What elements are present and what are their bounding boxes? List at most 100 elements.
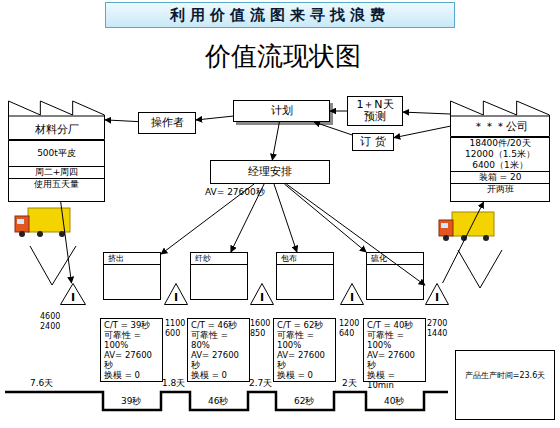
data-line: 换模 = 0 bbox=[191, 370, 246, 380]
truck-wheel bbox=[443, 235, 449, 241]
title-banner: 利用价值流图来寻找浪费 bbox=[105, 2, 455, 28]
inventory-count: 4600 bbox=[40, 313, 60, 322]
available-time: AV= 27600秒 bbox=[205, 188, 265, 198]
inventory-count: 850 bbox=[250, 330, 265, 339]
data-line: C/T = 62秒 bbox=[277, 320, 332, 330]
inventory-count: 640 bbox=[339, 330, 354, 339]
operator-box: 操作者 bbox=[138, 112, 196, 134]
customer-data-box: 18400件/20天12000（1.5米）6400（1米）装箱 = 20开两班 bbox=[450, 137, 550, 202]
truck-wheel bbox=[461, 235, 467, 241]
process-name: 纤纱 bbox=[191, 253, 247, 265]
data-line: AV= 27600 秒 bbox=[191, 350, 246, 370]
info-arrow bbox=[272, 122, 279, 160]
inventory-triangle: I bbox=[250, 283, 274, 305]
truck-cab bbox=[439, 220, 453, 236]
data-cell: 500t平皮 bbox=[9, 141, 104, 166]
truck-window bbox=[441, 223, 448, 228]
truck-icon bbox=[15, 208, 70, 237]
data-cell: 18400件/20天 bbox=[451, 138, 549, 149]
supplier-data-box: 500t平皮周二+周四使用五天量 bbox=[8, 140, 105, 202]
process-data-box: C/T = 39秒可靠性 = 100%AV= 27600 秒换模 = 0 bbox=[100, 318, 163, 382]
customer-factory: ＊＊＊公司 bbox=[450, 95, 550, 137]
box-label: 经理安排 bbox=[248, 166, 292, 178]
info-arrow bbox=[403, 112, 450, 114]
process-data-box: C/T = 46秒可靠性 = 80%AV= 27600 秒换模 = 0 bbox=[187, 318, 250, 382]
info-arrow bbox=[284, 184, 366, 252]
box-label: 计划 bbox=[271, 105, 293, 117]
shipment-mark bbox=[30, 246, 76, 285]
process-name: 硫化 bbox=[367, 253, 423, 265]
triangle-outline bbox=[251, 284, 274, 305]
data-line: 换模 = 0 bbox=[277, 370, 332, 380]
factory-name: 材料分厂 bbox=[35, 119, 79, 140]
cycle-time: 46秒 bbox=[208, 397, 228, 407]
factory-outline bbox=[451, 101, 550, 137]
cycle-time: 39秒 bbox=[121, 397, 141, 407]
shipment-mark bbox=[458, 250, 502, 288]
inventory-count: 2400 bbox=[40, 323, 60, 332]
inventory-mark: I bbox=[71, 291, 75, 305]
supplier-factory: 材料分厂 bbox=[8, 95, 105, 140]
truck-trailer bbox=[452, 212, 494, 236]
inventory-count: 1600 bbox=[250, 320, 270, 329]
truck-wheel bbox=[19, 231, 25, 237]
planning-box: 计划 bbox=[233, 100, 330, 122]
triangle-outline bbox=[426, 284, 449, 305]
lead-time: 2.7天 bbox=[249, 379, 272, 389]
data-line: C/T = 46秒 bbox=[191, 320, 246, 330]
data-line: 换模 = 0 bbox=[104, 370, 159, 380]
process-box: 挤出 bbox=[103, 252, 161, 300]
inventory-triangle: I bbox=[425, 283, 449, 305]
inventory-mark: I bbox=[350, 291, 354, 305]
cycle-time: 62秒 bbox=[294, 397, 314, 407]
data-line: 可靠性 = 80% bbox=[191, 330, 246, 350]
inventory-mark: I bbox=[260, 291, 264, 305]
process-data-box: C/T = 40秒可靠性 = 100%AV= 27600 秒换模 = 10min bbox=[363, 318, 426, 382]
lead-time: 7.6天 bbox=[30, 379, 53, 389]
info-arrow bbox=[443, 202, 484, 283]
schedule-box: 经理安排 bbox=[210, 160, 330, 184]
forecast-box: 1＋N天 预测 bbox=[347, 96, 403, 126]
truck-cab bbox=[15, 216, 29, 232]
info-arrow bbox=[105, 120, 138, 122]
lead-time: 1.8天 bbox=[162, 379, 185, 389]
data-line: 可靠性 = 100% bbox=[367, 330, 422, 350]
process-name: 挤出 bbox=[104, 253, 160, 265]
info-arrow bbox=[196, 116, 233, 120]
truck-wheel bbox=[37, 231, 43, 237]
info-arrow bbox=[61, 202, 72, 283]
factory-outline bbox=[9, 101, 105, 140]
timeline bbox=[5, 392, 448, 410]
data-line: 换模 = 10min bbox=[367, 370, 422, 390]
data-line: AV= 27600 秒 bbox=[104, 350, 159, 370]
factory-name: ＊＊＊公司 bbox=[473, 116, 528, 137]
process-name: 包布 bbox=[277, 253, 333, 265]
triangle-outline bbox=[341, 284, 364, 305]
info-arrow bbox=[394, 126, 450, 138]
data-line: 可靠性 = 100% bbox=[277, 330, 332, 350]
process-data-box: C/T = 62秒可靠性 = 100%AV= 27600 秒换模 = 0 bbox=[273, 318, 336, 382]
inventory-triangle: I bbox=[340, 283, 364, 305]
data-cell: 6400（1米） bbox=[451, 160, 549, 171]
cycle-time: 40秒 bbox=[384, 397, 404, 407]
truck-trailer bbox=[28, 208, 70, 232]
triangle-outline bbox=[61, 284, 86, 305]
box-label: 1＋N天 预测 bbox=[350, 99, 400, 123]
info-arrow bbox=[274, 184, 297, 252]
process-box: 硫化 bbox=[366, 252, 424, 300]
triangle-outline bbox=[165, 284, 188, 305]
inventory-mark: I bbox=[174, 291, 178, 305]
box-label: 订 货 bbox=[360, 136, 386, 148]
inventory-count: 2700 bbox=[427, 320, 447, 329]
data-cell: 12000（1.5米） bbox=[451, 149, 549, 160]
subtitle: 价值流现状图 bbox=[205, 42, 361, 71]
data-line: AV= 27600 秒 bbox=[277, 350, 332, 370]
process-box: 包布 bbox=[276, 252, 334, 300]
data-line: C/T = 39秒 bbox=[104, 320, 159, 330]
inventory-mark: I bbox=[435, 291, 439, 305]
order-box: 订 货 bbox=[352, 133, 394, 151]
data-line: 可靠性 = 100% bbox=[104, 330, 159, 350]
truck-wheel bbox=[483, 235, 489, 241]
data-cell: 周二+周四 bbox=[9, 166, 104, 178]
